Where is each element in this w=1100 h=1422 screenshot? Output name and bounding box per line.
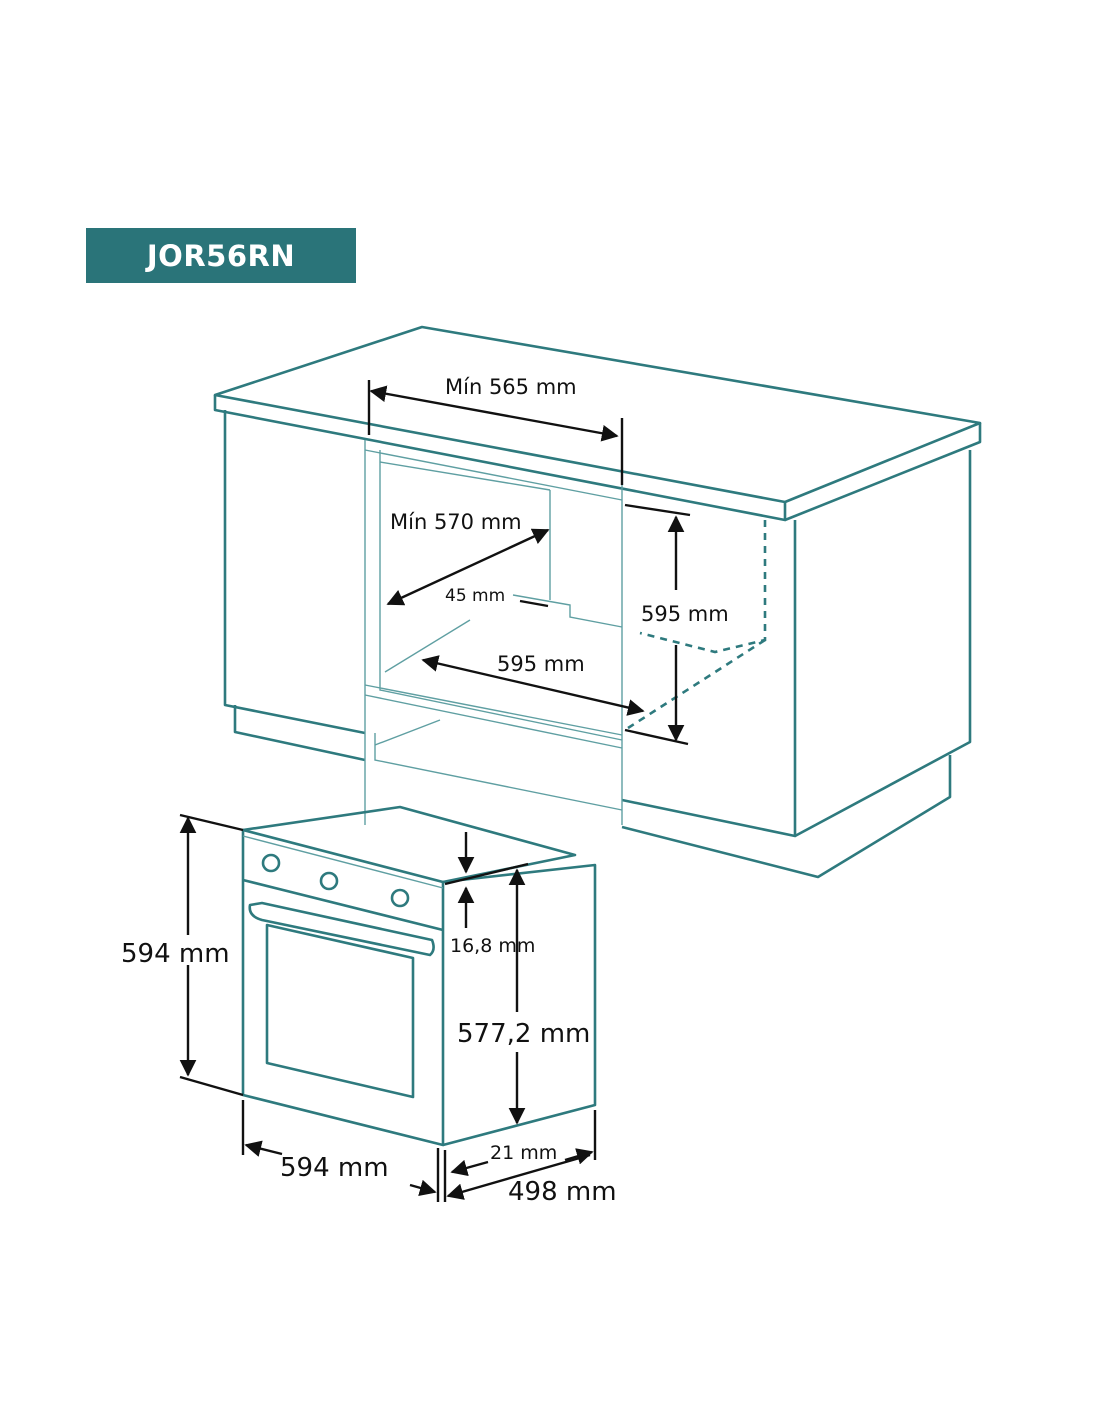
oven-handle [248,901,435,957]
oven-depth-label: 498 mm [508,1177,617,1207]
knob-icon [319,871,339,891]
min-width-label: Mín 565 mm [445,375,577,399]
oven-window [265,923,415,1099]
oven [241,805,597,1147]
gap-label: 45 mm [445,586,505,606]
front-depth-label: 21 mm [490,1142,557,1164]
oven-width-label: 594 mm [280,1153,389,1183]
knob-icon [261,853,281,873]
min-depth-label: Mín 570 mm [390,510,522,534]
cabinet-height-label: 595 mm [641,602,729,626]
cabinet-width-label: 595 mm [497,652,585,676]
oven-height-label: 594 mm [121,939,230,969]
knob-icon [390,888,410,908]
oven-dimension-lines [179,813,597,1202]
cabinet-dimension-lines [367,380,691,746]
body-height-label: 577,2 mm [457,1019,590,1049]
panel-thickness-label: 16,8 mm [450,935,535,957]
model-badge: JOR56RN [86,228,356,283]
kitchen-cabinet [213,325,982,879]
